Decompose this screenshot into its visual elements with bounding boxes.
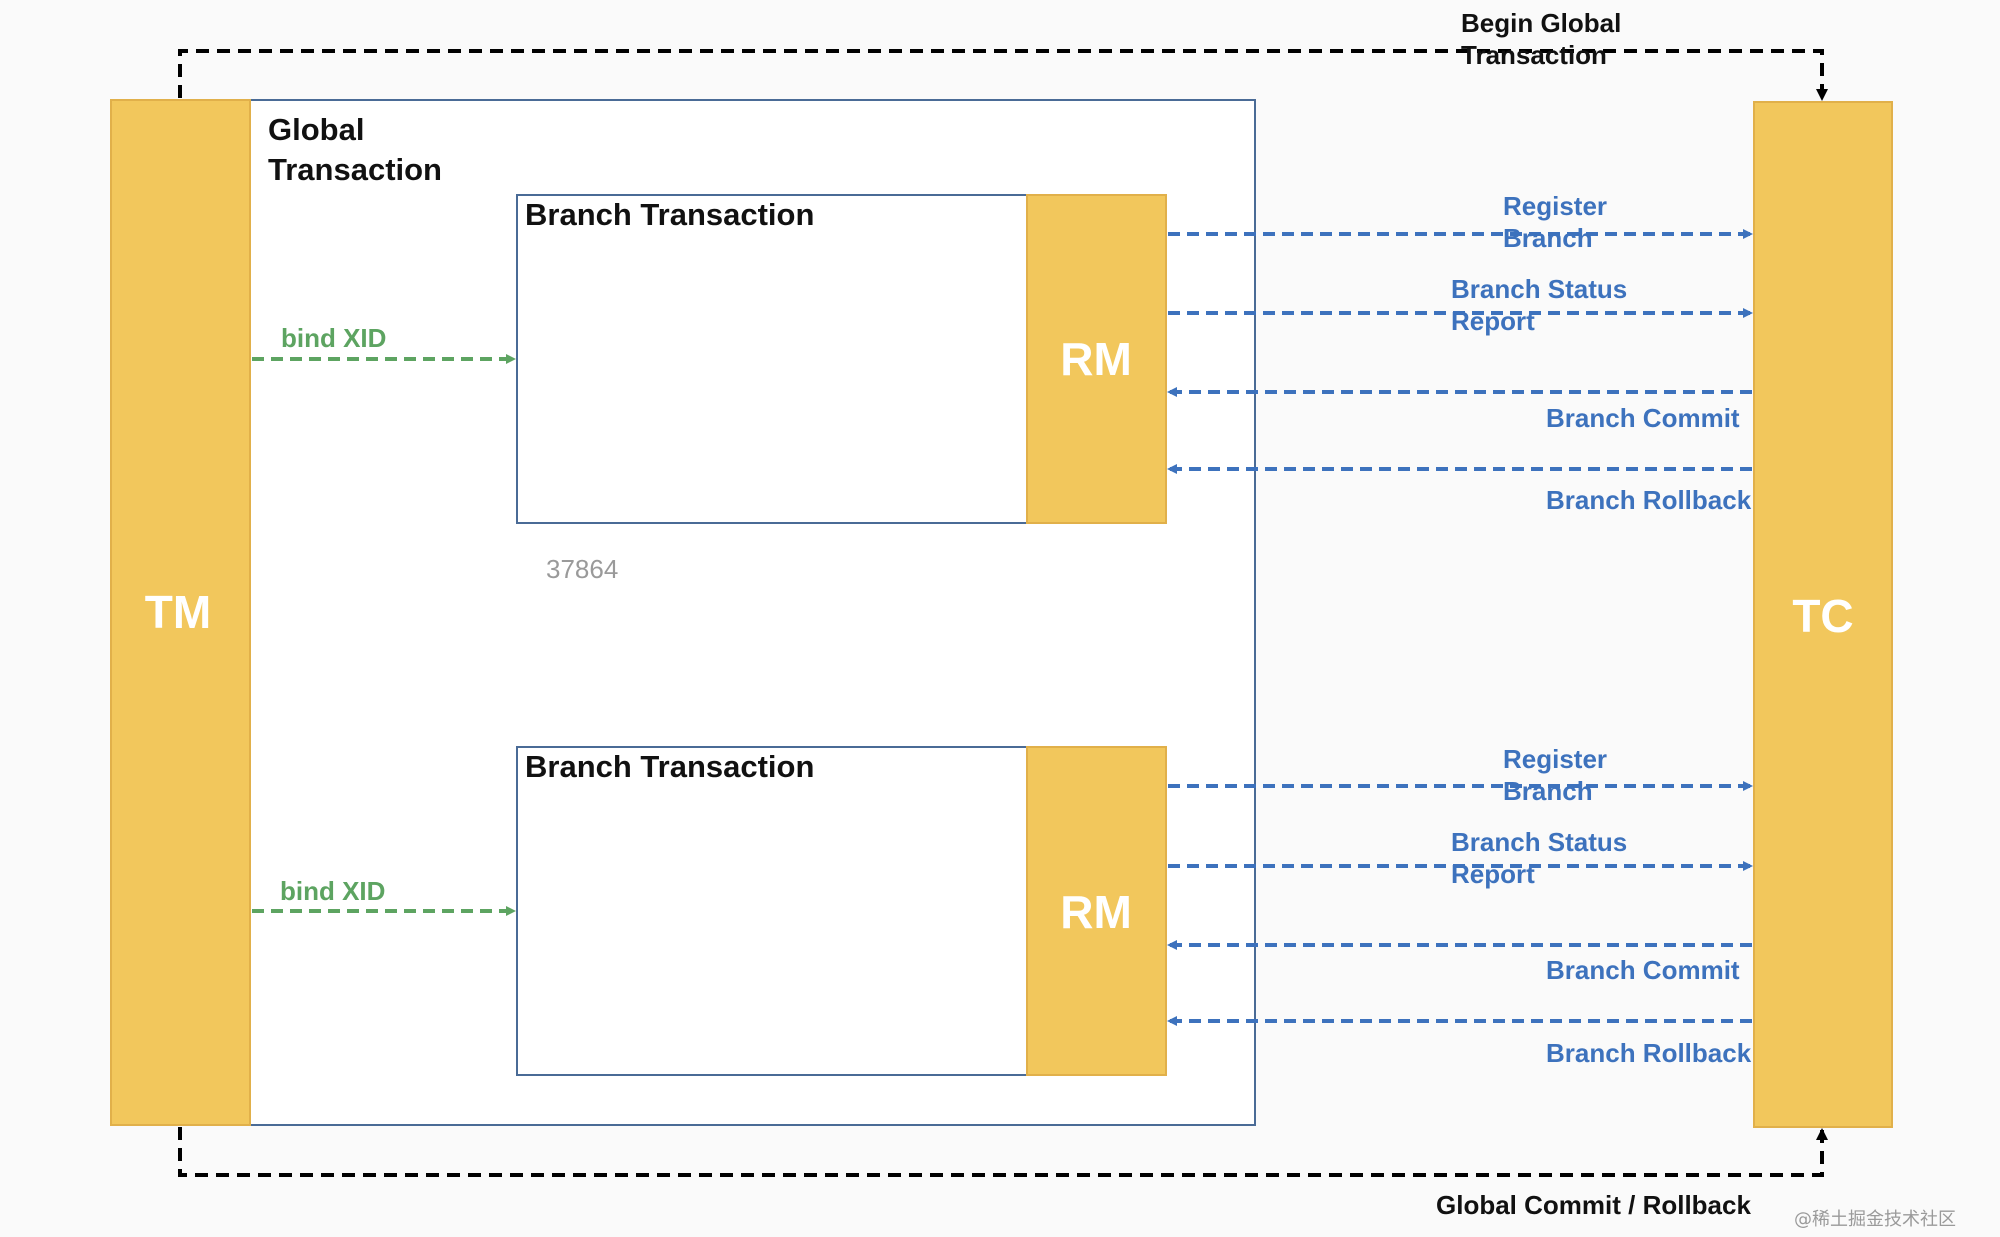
rm-label-1: RM [1060, 333, 1132, 385]
register-branch-label-1a: Register [1503, 191, 1607, 221]
branch-transaction-box-2 [516, 746, 1028, 1076]
tc-component [1753, 101, 1893, 1128]
register-branch-label-2a: Register [1503, 744, 1607, 774]
branch-status-label-2b: Report [1451, 859, 1535, 889]
watermark-text: @稀土掘金技术社区 [1794, 1209, 1956, 1230]
rm-component-2 [1026, 746, 1167, 1076]
branch-commit-label-1: Branch Commit [1546, 403, 1740, 433]
begin-global-label-line2: Transaction [1461, 40, 1607, 70]
tm-label: TM [145, 586, 211, 638]
branch-status-label-2a: Branch Status [1451, 827, 1627, 857]
branch-transaction-title-2: Branch Transaction [525, 749, 814, 784]
register-branch-label-2b: Branch [1503, 776, 1593, 806]
begin-global-transaction-arrow [178, 49, 1828, 101]
branch-rollback-label-2: Branch Rollback [1546, 1038, 1752, 1068]
global-transaction-label-line2: Transaction [268, 152, 442, 187]
begin-global-label-line1: Begin Global [1461, 8, 1621, 38]
bind-xid-label-2: bind XID [280, 876, 385, 906]
tm-component [110, 99, 251, 1126]
global-commit-rollback-label: Global Commit / Rollback [1436, 1190, 1751, 1220]
rm-label-2: RM [1060, 886, 1132, 938]
global-commit-rollback-arrow [178, 1127, 1828, 1177]
branch-rollback-label-1: Branch Rollback [1546, 485, 1752, 515]
tc-label: TC [1792, 590, 1853, 642]
branch-transaction-title-1: Branch Transaction [525, 197, 814, 232]
global-transaction-label-line1: Global [268, 112, 364, 147]
note-number: 37864 [546, 554, 618, 584]
bind-xid-label-1: bind XID [281, 323, 386, 353]
branch-status-label-1b: Report [1451, 306, 1535, 336]
register-branch-label-1b: Branch [1503, 223, 1593, 253]
branch-transaction-box-1 [516, 194, 1028, 524]
branch-commit-label-2: Branch Commit [1546, 955, 1740, 985]
rm-component-1 [1026, 194, 1167, 524]
branch-status-label-1a: Branch Status [1451, 274, 1627, 304]
